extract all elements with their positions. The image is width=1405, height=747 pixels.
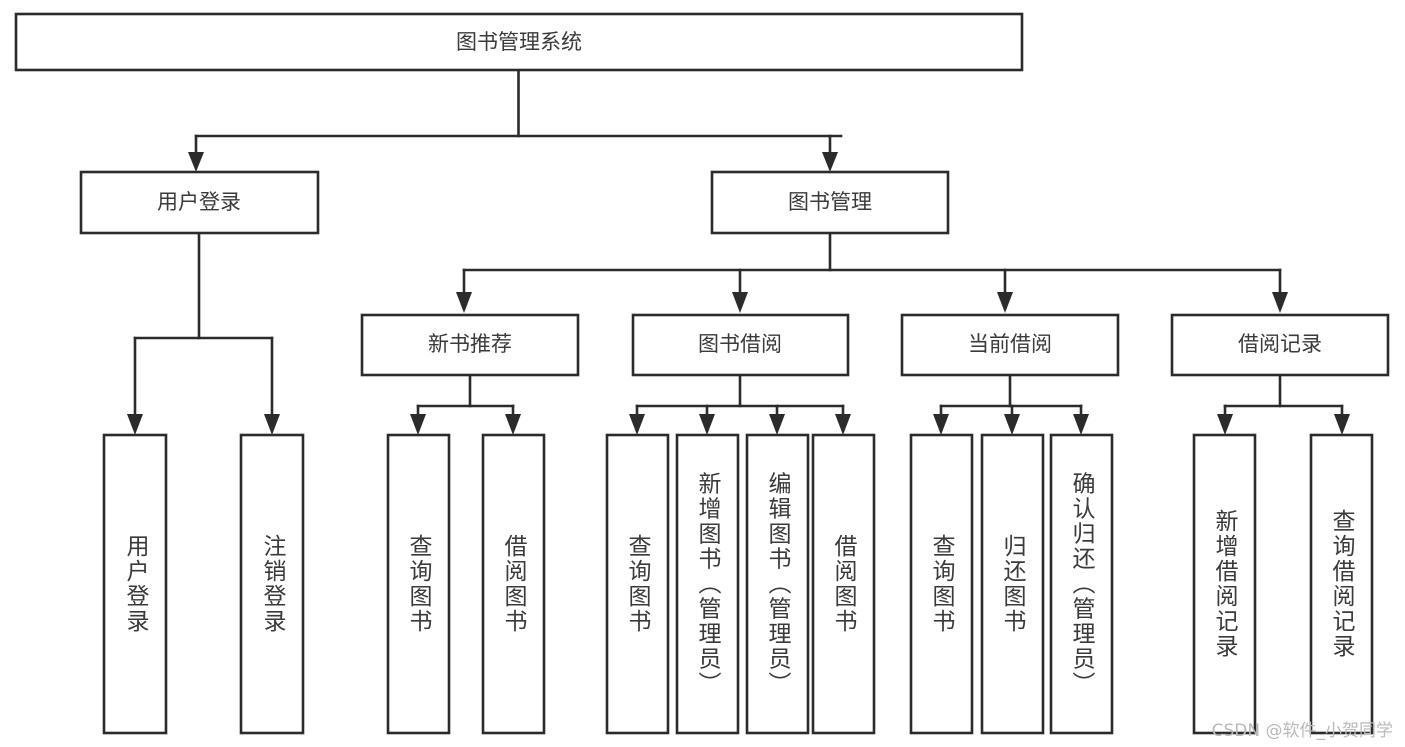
arrow-leaf-newbook-query (410, 414, 426, 435)
leaf-current-confirm-return-box (1049, 433, 1114, 735)
arrow-leaf-current-confirm (1073, 414, 1089, 435)
leaf-user-logout-label: 注销登录 (259, 534, 287, 634)
leaf-borrow-query-book-box (605, 433, 670, 735)
leaf-user-logout[interactable]: 注销登录 (239, 433, 305, 735)
leaf-borrow-add-book[interactable]: 新增图书（管理员） (675, 433, 740, 735)
leaf-user-login-box (102, 433, 168, 735)
leaf-current-return-book-box (980, 433, 1045, 735)
node-current-borrow-box (900, 313, 1120, 377)
leaf-current-return-book[interactable]: 归还图书 (980, 433, 1045, 735)
arrow-leaf-record-query (1334, 414, 1350, 435)
node-new-book-recommend-box (360, 313, 580, 377)
leaf-borrow-edit-book-label: 编辑图书（管理员） (764, 472, 792, 697)
node-user-login-label: 用户登录 (157, 190, 241, 214)
arrow-to-current-borrow (997, 292, 1013, 313)
leaf-newbook-borrow-book[interactable]: 借阅图书 (481, 433, 546, 735)
csdn-watermark: CSDN @软件_小贺同学 (1211, 721, 1393, 741)
node-user-login-box (79, 170, 320, 235)
leaf-current-query-book[interactable]: 查询图书 (909, 433, 974, 735)
node-borrow-record-label: 借阅记录 (1238, 332, 1322, 356)
node-book-management-label: 图书管理 (788, 190, 872, 214)
arrow-leaf-borrow-add (699, 414, 715, 435)
leaf-borrow-add-book-label: 新增图书（管理员） (694, 472, 722, 697)
leaf-current-return-book-label: 归还图书 (999, 534, 1027, 634)
arrow-to-book-management (822, 152, 838, 172)
leaf-borrow-lend-book-box (811, 433, 876, 735)
leaf-borrow-edit-book[interactable]: 编辑图书（管理员） (745, 433, 810, 735)
arrow-leaf-record-add (1217, 414, 1233, 435)
leaf-newbook-borrow-book-box (481, 433, 546, 735)
arrow-leaf-newbook-borrow (505, 414, 521, 435)
node-user-login[interactable]: 用户登录 (79, 170, 320, 235)
node-book-management-box (710, 170, 950, 235)
leaf-user-login-label: 用户登录 (122, 534, 150, 634)
node-root-system[interactable]: 图书管理系统 (14, 12, 1024, 72)
arrow-leaf-borrow-edit (769, 414, 785, 435)
leaf-current-query-book-label: 查询图书 (928, 534, 956, 634)
leaf-current-query-book-box (909, 433, 974, 735)
leaf-current-confirm-return-label: 确认归还（管理员） (1068, 472, 1096, 697)
leaf-current-confirm-return[interactable]: 确认归还（管理员） (1049, 433, 1114, 735)
leaf-newbook-query-book[interactable]: 查询图书 (386, 433, 451, 735)
arrow-to-user-login (188, 152, 204, 172)
node-root-box (14, 12, 1024, 72)
node-book-borrow-label: 图书借阅 (698, 332, 782, 356)
arrow-leaf-current-query (933, 414, 949, 435)
arrow-to-book-borrow (732, 292, 748, 313)
node-borrow-record-box (1170, 313, 1390, 377)
leaf-newbook-query-book-box (386, 433, 451, 735)
node-current-borrow[interactable]: 当前借阅 (900, 313, 1120, 377)
node-new-book-recommend-label: 新书推荐 (428, 332, 512, 356)
leaf-borrow-edit-book-box (745, 433, 810, 735)
leaf-record-query[interactable]: 查询借阅记录 (1309, 433, 1374, 735)
arrow-to-new-book-rec (456, 292, 472, 313)
leaf-record-query-label: 查询借阅记录 (1328, 509, 1356, 659)
connector-layer (127, 68, 1350, 435)
leaf-borrow-query-book-label: 查询图书 (624, 534, 652, 634)
arrow-leaf-current-return (1004, 414, 1020, 435)
node-book-borrow[interactable]: 图书借阅 (631, 313, 850, 377)
arrow-leaf-borrow-lend (835, 414, 851, 435)
leaf-record-add-label: 新增借阅记录 (1211, 509, 1239, 659)
leaf-record-add[interactable]: 新增借阅记录 (1192, 433, 1257, 735)
leaf-record-add-box (1192, 433, 1257, 735)
leaf-borrow-lend-book[interactable]: 借阅图书 (811, 433, 876, 735)
leaf-record-query-box (1309, 433, 1374, 735)
node-book-management[interactable]: 图书管理 (710, 170, 950, 235)
node-root-label: 图书管理系统 (456, 30, 582, 54)
node-new-book-recommend[interactable]: 新书推荐 (360, 313, 580, 377)
node-book-borrow-box (631, 313, 850, 377)
node-current-borrow-label: 当前借阅 (968, 332, 1052, 356)
leaf-user-login[interactable]: 用户登录 (102, 433, 168, 735)
leaf-user-logout-box (239, 433, 305, 735)
arrow-leaf-user-login (127, 414, 143, 435)
leaf-borrow-lend-book-label: 借阅图书 (830, 534, 858, 634)
leaf-newbook-query-book-label: 查询图书 (405, 534, 433, 634)
arrow-to-borrow-record (1272, 292, 1288, 313)
arrow-leaf-borrow-query (629, 414, 645, 435)
node-borrow-record[interactable]: 借阅记录 (1170, 313, 1390, 377)
leaf-newbook-borrow-book-label: 借阅图书 (500, 534, 528, 634)
leaf-borrow-query-book[interactable]: 查询图书 (605, 433, 670, 735)
leaf-borrow-add-book-box (675, 433, 740, 735)
arrow-leaf-user-logout (264, 414, 280, 435)
